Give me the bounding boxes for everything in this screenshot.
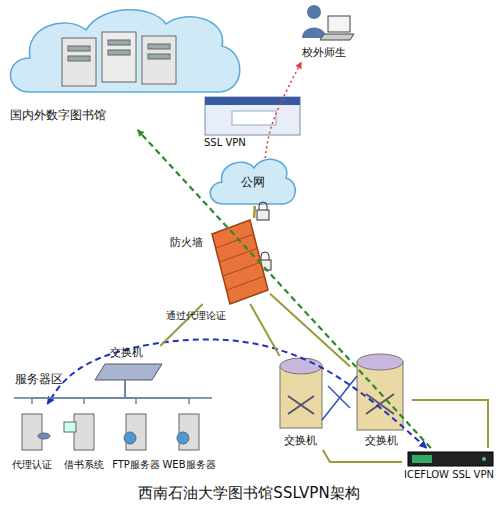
server: FTP服务器: [108, 404, 164, 474]
internet-cloud: 公网: [212, 158, 294, 206]
switch-icon: [95, 364, 162, 380]
globe-icon: [124, 432, 136, 444]
lock-shackle: [261, 252, 269, 260]
appliance-light: [482, 457, 486, 461]
node-label: 交换机: [350, 434, 412, 448]
node-label: 借书系统: [58, 458, 110, 472]
cloud-shape: [210, 159, 295, 204]
brick-line: [223, 262, 261, 276]
vpn-appliance: [408, 452, 493, 466]
server-tower: [22, 414, 42, 450]
connector: [84, 380, 125, 404]
server-icon: [62, 38, 96, 86]
laptop-base: [320, 34, 354, 40]
node-label: SSL VPN: [204, 136, 274, 150]
switch-arrows: [366, 394, 394, 414]
node-label: 代理认证: [5, 458, 59, 472]
connector: [323, 450, 402, 462]
server: 代理认证: [5, 404, 59, 474]
connector: [250, 304, 279, 356]
globe-icon: [177, 432, 189, 444]
user-head: [307, 5, 321, 19]
server-slot: [68, 46, 90, 51]
node-label: ICEFLOW SSL VPN: [402, 468, 496, 482]
server-slot: [108, 40, 130, 45]
brick-line: [220, 248, 258, 262]
brick-line: [227, 276, 265, 290]
switch-top: [280, 358, 322, 374]
core-switch: 交换机: [272, 356, 328, 450]
switch: 交换机: [88, 346, 163, 380]
switch-tower: [280, 366, 322, 428]
connector: [328, 386, 350, 408]
core-switch: 交换机: [350, 350, 412, 450]
edge-label: 通过代理论证: [166, 310, 226, 322]
node-label: 交换机: [272, 434, 328, 448]
switch-arrows: [288, 396, 314, 414]
appliance-panel: [412, 455, 432, 463]
lock-shackle: [259, 202, 267, 210]
monitor-icon: [64, 422, 76, 432]
firewall-wall: [212, 220, 268, 304]
database-disc: [38, 433, 50, 439]
node-label: WEB服务器: [160, 458, 218, 472]
diagram-title: 西南石油大学图书馆SSLVPN架构: [0, 484, 498, 502]
connector: [47, 339, 426, 448]
server-slot: [148, 44, 170, 49]
connector: [265, 62, 301, 158]
cloud-shape: [11, 10, 240, 92]
vpn-portal: SSL VPN: [200, 94, 304, 150]
lock-body: [257, 210, 269, 220]
user-icon: 校外师生: [288, 0, 360, 62]
node-label: 交换机: [96, 346, 156, 360]
server-icon: [102, 32, 136, 82]
server: 借书系统: [58, 404, 110, 474]
server-slot: [148, 54, 170, 59]
connector: [125, 380, 189, 404]
library-cloud: 国内外数字图书馆: [2, 2, 242, 130]
node-label: 国内外数字图书馆: [10, 108, 140, 122]
server-slot: [68, 56, 90, 61]
connector: [138, 130, 431, 448]
server-bus: [14, 397, 212, 399]
server-icons: [62, 32, 176, 86]
server-tower: [74, 414, 94, 450]
node-label: 公网: [212, 175, 294, 189]
connector: [125, 380, 136, 404]
brick-line: [216, 234, 254, 248]
server: WEB服务器: [160, 404, 218, 474]
connector: [253, 206, 256, 218]
switch-crosslink: [322, 376, 357, 420]
screenshot-form: [232, 111, 276, 125]
server-slot: [108, 50, 130, 55]
node-label: 防火墙: [170, 236, 210, 250]
connector: [412, 400, 488, 448]
server-icon: [142, 36, 176, 84]
firewall: 防火墙: [168, 218, 270, 304]
laptop-screen: [328, 16, 350, 32]
vpn-appliance: ICEFLOW SSL VPN: [402, 448, 496, 484]
switch-tower: [357, 362, 403, 430]
screenshot-frame: [205, 97, 300, 135]
node-label: FTP服务器: [108, 458, 164, 472]
server-towers: [22, 414, 199, 450]
node-label: 校外师生: [288, 46, 360, 60]
brick-lines: [216, 234, 265, 290]
node-label: 服务器区: [15, 372, 75, 386]
connector: [270, 294, 350, 367]
switch-top: [357, 354, 403, 370]
screenshot-bar: [205, 97, 300, 105]
server-zone: 服务器区 交换机代理认证借书系统FTP服务器WEB服务器: [5, 342, 218, 478]
